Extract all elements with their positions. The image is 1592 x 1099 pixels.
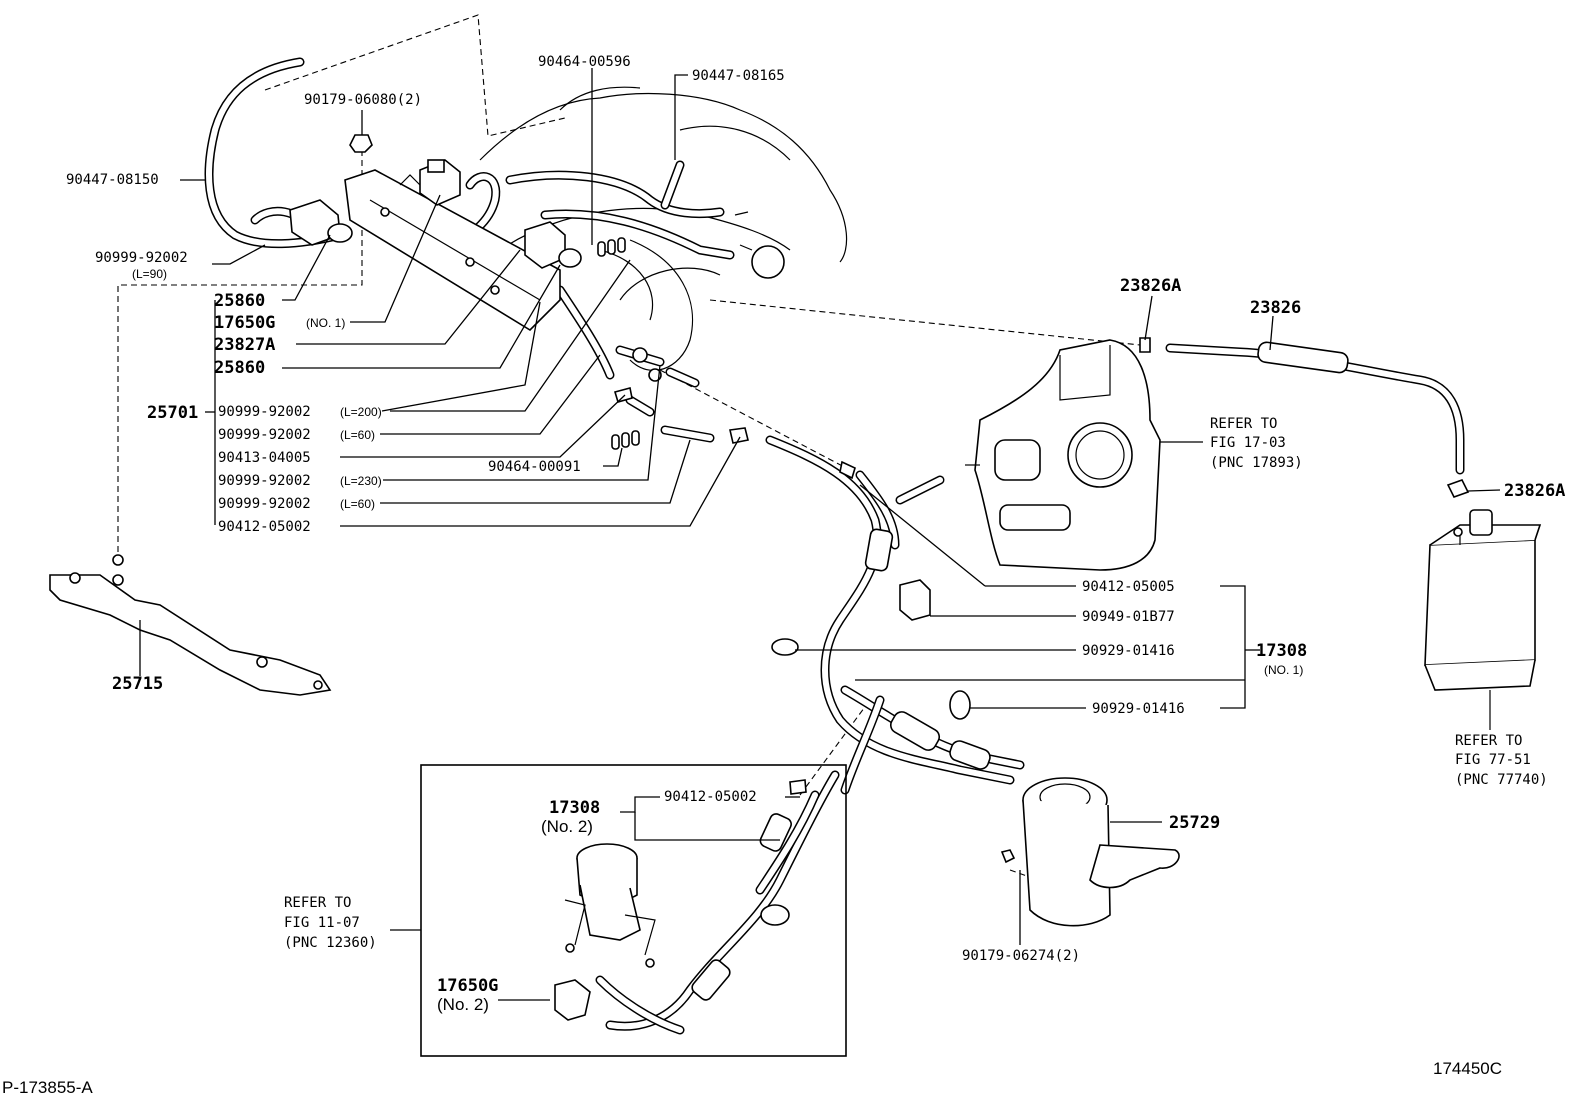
label-23826: 23826 [1250, 298, 1301, 318]
bracket-25715 [49, 554, 332, 696]
label-90464-00091: 90464-00091 [488, 459, 581, 475]
label-90464-00596: 90464-00596 [538, 54, 631, 70]
label-25860-a: 25860 [214, 291, 265, 311]
callouts: 90464-00596 90447-08165 90179-06080(2) 9… [2, 54, 1565, 1097]
vsv-25729 [1000, 777, 1180, 927]
label-90999-92002-l60b: 90999-92002 [218, 496, 311, 512]
label-25715: 25715 [112, 674, 163, 694]
refer-17-line3: (PNC 17893) [1210, 455, 1303, 471]
refer-77-line2: FIG 77-51 [1455, 752, 1531, 768]
label-23827a: 23827A [214, 335, 275, 355]
label-17308-b: 17308 [549, 798, 600, 818]
label-90179-06080: 90179-06080(2) [304, 92, 422, 108]
nut-90179-06080 [349, 134, 373, 153]
label-no1-b: (NO. 1) [1264, 663, 1303, 677]
refer-11-line1: REFER TO [284, 895, 351, 911]
label-90929-01416-a: 90929-01416 [1082, 643, 1175, 659]
label-90412-05002-a: 90412-05002 [218, 519, 311, 535]
label-l60b: (L=60) [340, 497, 375, 511]
label-23826a-top: 23826A [1120, 276, 1181, 296]
label-90413-04005: 90413-04005 [218, 450, 311, 466]
label-90999-92002-l230: 90999-92002 [218, 473, 311, 489]
label-90412-05005: 90412-05005 [1082, 579, 1175, 595]
refer-77-line3: (PNC 77740) [1455, 772, 1548, 788]
vsv-bracket [344, 169, 561, 332]
label-17308-a: 17308 [1256, 641, 1307, 661]
inset-frame [420, 764, 847, 1057]
label-23826a-right: 23826A [1504, 481, 1565, 501]
clip-cluster [597, 237, 640, 450]
label-25729: 25729 [1169, 813, 1220, 833]
label-90999-92002-l60a: 90999-92002 [218, 427, 311, 443]
vsv-valve-2 [419, 159, 461, 206]
label-l90: (L=90) [132, 267, 167, 281]
label-90999-92002-l200: 90999-92002 [218, 404, 311, 420]
charcoal-canister [1424, 509, 1542, 730]
label-90447-08165: 90447-08165 [692, 68, 785, 84]
label-no2-b: (No. 2) [437, 995, 489, 1014]
label-no2-a: (No. 2) [541, 817, 593, 836]
label-90929-01416-b: 90929-01416 [1092, 701, 1185, 717]
label-no1-a: (NO. 1) [306, 316, 345, 330]
label-90179-06274: 90179-06274(2) [962, 948, 1080, 964]
label-l60a: (L=60) [340, 428, 375, 442]
refer-17-line2: FIG 17-03 [1210, 435, 1286, 451]
label-25701: 25701 [147, 403, 198, 423]
vsv-valve-3 [524, 221, 582, 269]
label-25860-b: 25860 [214, 358, 265, 378]
footer-right-code: 174450C [1433, 1059, 1502, 1078]
label-90999-92002-l90: 90999-92002 [95, 250, 188, 266]
label-l200: (L=200) [340, 405, 382, 419]
refer-11-line2: FIG 11-07 [284, 915, 360, 931]
label-17650g: 17650G [214, 313, 275, 333]
label-90949-01b77: 90949-01B77 [1082, 609, 1175, 625]
refer-17-line1: REFER TO [1210, 416, 1277, 432]
label-l230: (L=230) [340, 474, 382, 488]
leader-lines [139, 68, 1501, 1001]
label-17650g-b: 17650G [437, 976, 498, 996]
fuel-tank [965, 339, 1161, 571]
label-90447-08150: 90447-08150 [66, 172, 159, 188]
refer-77-line1: REFER TO [1455, 733, 1522, 749]
vsv-valve-1 [289, 199, 353, 246]
label-90412-05002-b: 90412-05002 [664, 789, 757, 805]
footer-left-code: P-173855-A [2, 1078, 93, 1097]
clamps [771, 579, 971, 720]
refer-11-line3: (PNC 12360) [284, 935, 377, 951]
